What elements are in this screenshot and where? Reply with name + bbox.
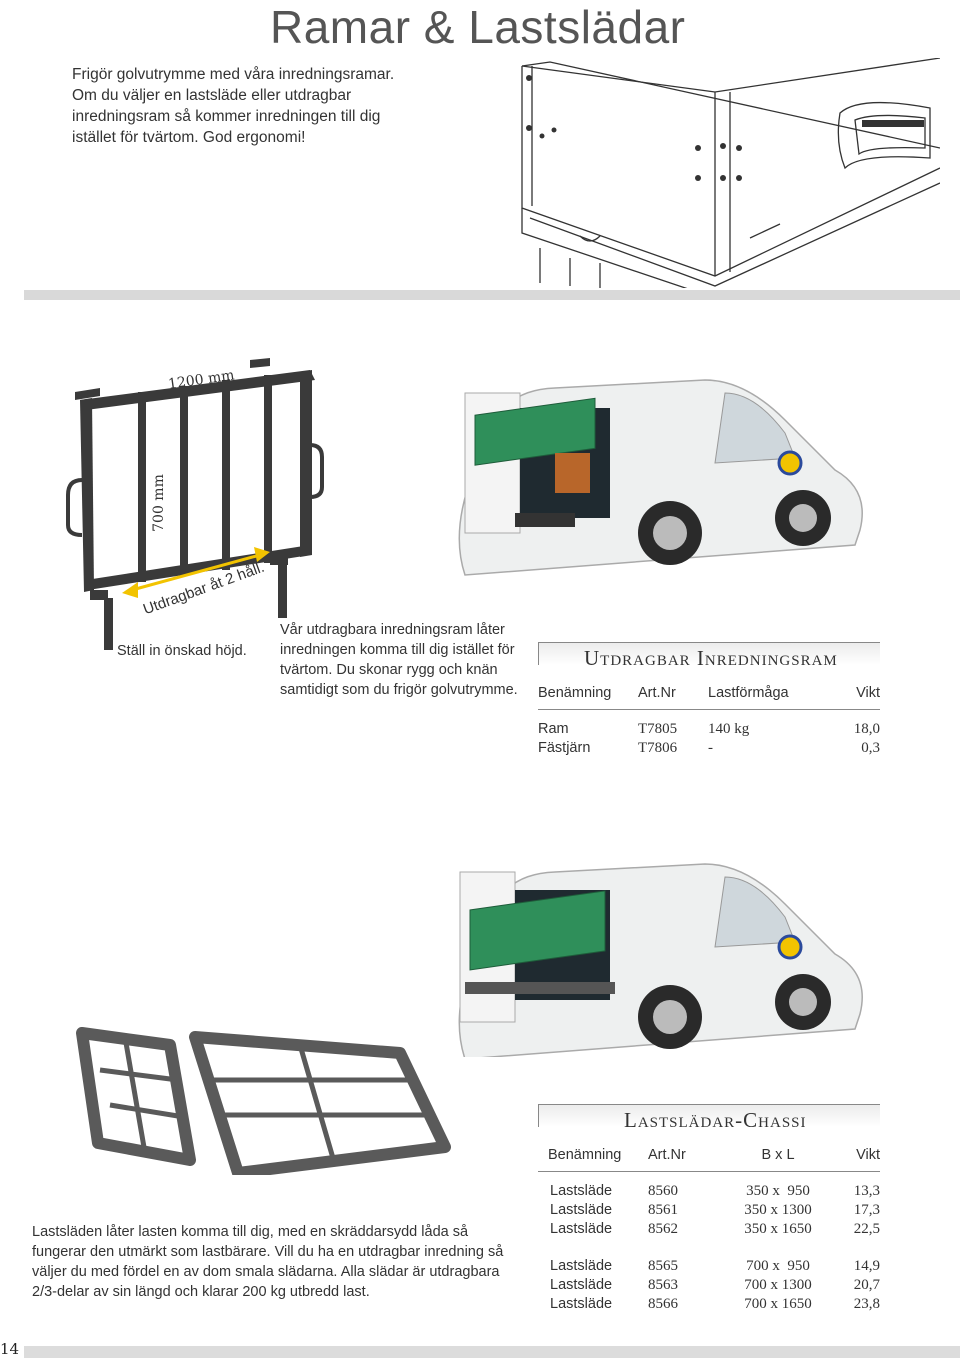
intro-line: Frigör golvutrymme med våra inredningsra…	[72, 66, 395, 83]
chassi-table-section: Lastslädar-Chassi Benämning Art.Nr B x L…	[538, 1104, 880, 1314]
frame-description: Vår utdragbara inredningsram låter inred…	[280, 622, 518, 698]
table-row: Lastsläde 8560 350 x 950 13,3	[538, 1182, 880, 1201]
cell: 350 x 950	[746, 1183, 810, 1199]
cell: 350 x 1650	[744, 1221, 812, 1237]
inredningsram-heading: Utdragbar Inredningsram	[584, 646, 838, 670]
cell: -	[708, 740, 713, 756]
intro-line: inredningsram så kommer inredningen till…	[72, 108, 381, 125]
cell: 18,0	[853, 721, 880, 737]
cell: 8566	[648, 1296, 678, 1312]
cell: T7806	[638, 740, 678, 756]
van-with-frame-illustration	[458, 379, 863, 576]
intro-text: Frigör golvutrymme med våra inredningsra…	[72, 64, 432, 148]
cell: Lastsläde	[550, 1183, 613, 1199]
cell: 8561	[648, 1202, 678, 1218]
cell: 8565	[648, 1258, 678, 1274]
footer-band	[24, 1346, 960, 1358]
chassi-table: Benämning Art.Nr B x L Vikt Lastsläde 85…	[538, 1147, 880, 1314]
frame-line-drawing	[521, 58, 940, 288]
cell: 8563	[648, 1277, 678, 1293]
height-caption: Ställ in önskad höjd.	[117, 643, 247, 659]
cell: 140 kg	[708, 721, 750, 737]
table-header-row: Benämning Art.Nr B x L Vikt	[538, 1147, 880, 1172]
cell: 350 x 1300	[744, 1202, 812, 1218]
inredningsram-table: Benämning Art.Nr Lastförmåga Vikt Ram T7…	[538, 685, 880, 758]
intro-line: istället för tvärtom. God ergonomi!	[72, 129, 306, 146]
cell: Lastsläde	[550, 1296, 613, 1312]
page-number: 14	[0, 1340, 20, 1358]
cell: Lastsläde	[550, 1258, 613, 1274]
cell: 700 x 950	[746, 1258, 810, 1274]
cell: 22,5	[853, 1221, 880, 1237]
cell: 0,3	[861, 740, 880, 756]
table-row: Lastsläde 8562 350 x 1650 22,5	[538, 1220, 880, 1239]
van-with-sled-illustration	[458, 863, 863, 1057]
cell: 700 x 1650	[744, 1296, 812, 1312]
col-header: Vikt	[828, 685, 880, 710]
col-header: B x L	[728, 1147, 828, 1172]
table-row: Ram T7805 140 kg 18,0	[538, 720, 880, 739]
inredningsram-table-section: Utdragbar Inredningsram Benämning Art.Nr…	[538, 642, 880, 758]
chassi-description: Lastsläden låter lasten komma till dig, …	[32, 1224, 504, 1300]
cell: 17,3	[853, 1202, 880, 1218]
cell: Lastsläde	[550, 1202, 613, 1218]
col-header: Benämning	[538, 1147, 648, 1172]
col-header: Vikt	[828, 1147, 880, 1172]
sled-chassis-illustration	[76, 1027, 451, 1175]
section-divider	[24, 290, 960, 300]
pullout-frame-illustration	[66, 358, 324, 650]
cell: Lastsläde	[550, 1277, 613, 1293]
table-heading-bar	[538, 1104, 880, 1127]
col-header: Art.Nr	[648, 1147, 728, 1172]
cell: 8562	[648, 1221, 678, 1237]
cell: Fästjärn	[538, 740, 591, 756]
cell: 23,8	[853, 1296, 880, 1312]
table-header-row: Benämning Art.Nr Lastförmåga Vikt	[538, 685, 880, 710]
table-row: Lastsläde 8563 700 x 1300 20,7	[538, 1276, 880, 1295]
cell: 20,7	[853, 1277, 880, 1293]
table-row: Fästjärn T7806 - 0,3	[538, 739, 880, 758]
col-header: Lastförmåga	[708, 685, 828, 710]
page-title: Ramar & Lastslädar	[270, 1, 686, 53]
cell: 14,9	[853, 1258, 880, 1274]
col-header: Benämning	[538, 685, 638, 710]
table-heading-bar	[538, 642, 880, 665]
cell: Ram	[538, 721, 569, 737]
height-dimension: 700 mm	[150, 474, 167, 532]
cell: Lastsläde	[550, 1221, 613, 1237]
col-header: Art.Nr	[638, 685, 708, 710]
cell: 13,3	[853, 1183, 880, 1199]
cell: T7805	[638, 721, 678, 737]
table-row: Lastsläde 8566 700 x 1650 23,8	[538, 1295, 880, 1314]
cell: 8560	[648, 1183, 678, 1199]
chassi-heading: Lastslädar-Chassi	[624, 1108, 807, 1132]
table-row: Lastsläde 8565 700 x 950 14,9	[538, 1257, 880, 1276]
intro-line: Om du väljer en lastsläde eller utdragba…	[72, 87, 352, 104]
table-row: Lastsläde 8561 350 x 1300 17,3	[538, 1201, 880, 1220]
cell: 700 x 1300	[744, 1277, 812, 1293]
